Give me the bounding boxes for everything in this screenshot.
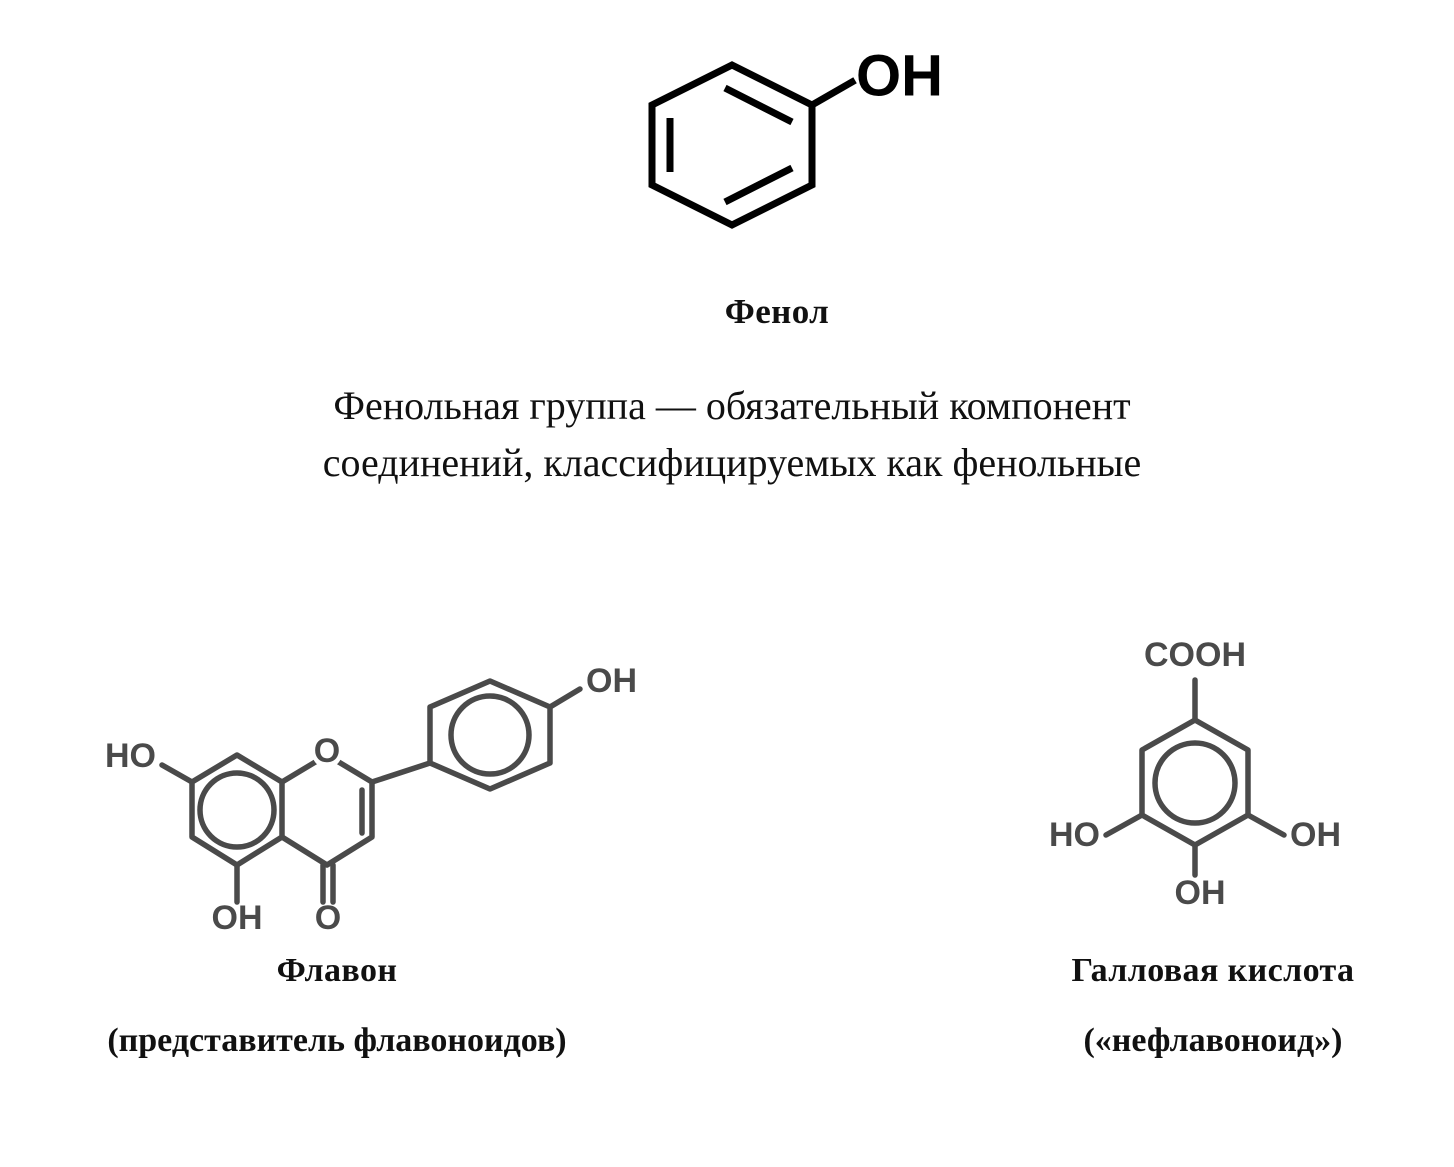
description-line-2: соединений, классифицируемых как фенольн… [322, 439, 1142, 485]
gallic-acid-name-label: Галловая кислота [1071, 952, 1355, 989]
gallic-oh-bottom-label: OH [1175, 874, 1226, 912]
gallic-acid-subtitle-label: («нефлавоноид») [1083, 1022, 1343, 1059]
flavone-name-label: Флавон [276, 952, 398, 989]
flavone-c2-b-ring-bond [369, 760, 433, 785]
flavone-7-hydroxy-bond [159, 762, 195, 785]
phenol-structure-diagram: OH [600, 10, 1020, 260]
phenol-oh-label: OH [856, 43, 943, 108]
phenol-hydroxyl-bond [807, 77, 857, 110]
gallic-oh-right-bond [1245, 812, 1287, 838]
flavone-structure-diagram: HO OH O O OH O [90, 625, 670, 945]
description-line-1: Фенольная группа — обязательный компонен… [333, 383, 1131, 428]
phenol-double-bond-marks [666, 84, 794, 206]
description-text-block: Фенольная группа — обязательный компонен… [207, 378, 1257, 492]
gallic-carboxyl-label: COOH [1144, 636, 1246, 674]
gallic-acid-structure-diagram: COOH HO OH OH [1020, 625, 1380, 925]
flavone-4prime-hydroxy-bond [547, 686, 583, 710]
flavone-subtitle-label: (представитель флавоноидов) [107, 1022, 567, 1059]
flavone-5-oh-label: OH [212, 899, 263, 937]
phenol-benzene-ring [648, 61, 816, 229]
flavone-a-ring-aromatic-circle [197, 770, 277, 850]
flavone-ho-label: HO [105, 737, 156, 775]
gallic-ho-left-bond [1103, 812, 1145, 838]
flavone-pyran-oxygen-label-top: O [314, 732, 340, 770]
gallic-ho-left-label: HO [1049, 816, 1100, 854]
gallic-oh-right-label: OH [1290, 816, 1341, 854]
flavone-4prime-oh-label: OH [586, 662, 637, 700]
flavone-c-ring [279, 752, 375, 868]
gallic-benzene-ring [1139, 717, 1251, 848]
flavone-ketone-oxygen-label: O [315, 899, 341, 937]
flavone-b-ring-aromatic-circle [448, 693, 532, 777]
gallic-aromatic-circle [1152, 740, 1238, 826]
phenol-name-label: Фенол [724, 292, 830, 331]
flavone-pyran-o-mask [312, 738, 342, 768]
